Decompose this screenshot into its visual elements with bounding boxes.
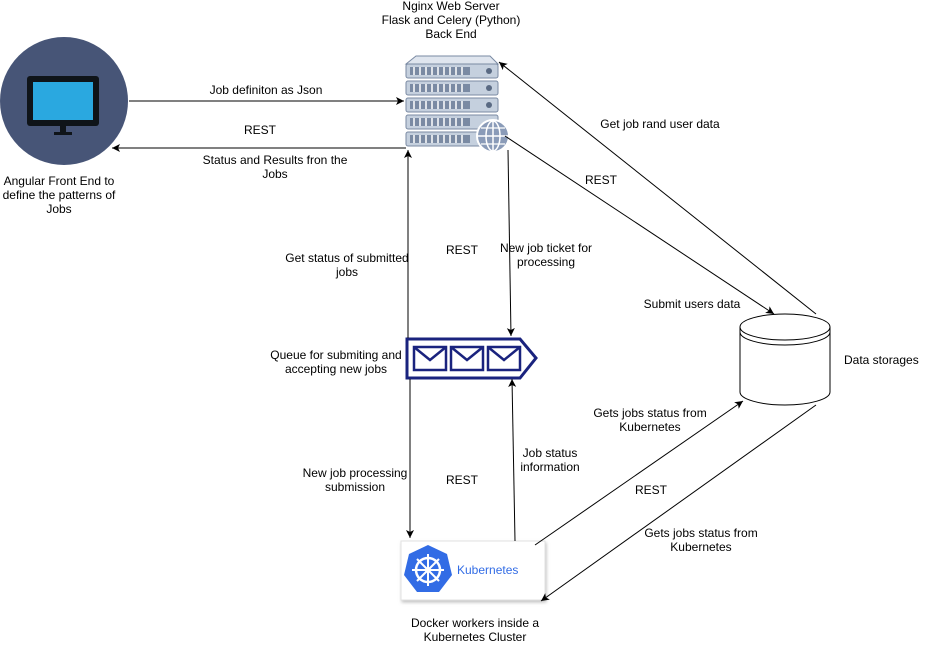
kubernetes-helm-icon xyxy=(404,545,452,592)
monitor-icon[interactable] xyxy=(0,37,128,165)
edge-gets-jobs-status-1 xyxy=(534,400,744,546)
edge-label-rest-queue-k8s: REST xyxy=(445,473,478,487)
edge-label-line: New job processing xyxy=(302,466,408,480)
edge-gets-jobs-status-2 xyxy=(540,404,817,602)
queue-label-line: Queue for submiting and xyxy=(270,348,402,362)
edge-label-line: Get status of submitted xyxy=(285,251,409,265)
edge-label-job-definition: Job definiton as Json xyxy=(209,83,323,97)
frontend-label-line: Jobs xyxy=(46,202,72,216)
edge-label-line: Gets jobs status from xyxy=(593,406,707,420)
frontend-label-line: Angular Front End to xyxy=(3,174,115,188)
server-rack-icon[interactable] xyxy=(404,55,510,153)
database-cylinder-icon[interactable] xyxy=(739,313,831,406)
queue-label-line: accepting new jobs xyxy=(284,362,388,376)
edge-label-new-job-processing: New job processing submission xyxy=(290,466,420,494)
server-label-line: Flask and Celery (Python) xyxy=(381,13,521,27)
edge-label-rest-k8s-storage: REST xyxy=(634,483,667,497)
frontend-label-line: define the patterns of xyxy=(2,188,116,202)
kubernetes-logo-text: Kubernetes xyxy=(457,563,518,577)
edge-label-new-job-ticket: New job ticket for processing xyxy=(486,241,606,269)
queue-label: Queue for submiting and accepting new jo… xyxy=(266,348,406,376)
kubernetes-box[interactable]: Kubernetes xyxy=(400,540,546,601)
edge-label-get-job-user-data: Get job rand user data xyxy=(600,117,720,131)
frontend-label: Angular Front End to define the patterns… xyxy=(0,174,118,216)
server-label-line: Back End xyxy=(425,27,477,41)
storage-label: Data storages xyxy=(844,353,919,367)
edge-label-job-status-info: Job status information xyxy=(510,446,590,474)
edge-label-rest-server-queue: REST xyxy=(445,243,478,257)
kubernetes-label-line: Kubernetes Cluster xyxy=(423,630,527,644)
edge-label-status-results: Status and Results fron the Jobs xyxy=(190,153,360,181)
server-unit xyxy=(405,80,499,96)
edge-label-gets-jobs-status-1: Gets jobs status from Kubernetes xyxy=(585,406,715,434)
edge-label-rest-storage: REST xyxy=(584,173,617,187)
envelope-icon xyxy=(412,345,448,372)
edge-label-line: Kubernetes xyxy=(670,540,732,554)
edge-label-line: Status and Results fron the xyxy=(202,153,348,167)
message-queue-icon[interactable] xyxy=(405,337,538,380)
edge-label-line: jobs xyxy=(335,265,358,279)
edge-label-get-status: Get status of submitted jobs xyxy=(272,251,422,279)
edge-label-line: Jobs xyxy=(262,167,288,181)
edge-submit-users-data xyxy=(504,135,775,315)
edge-label-line: information xyxy=(520,460,580,474)
edges xyxy=(112,61,817,602)
edge-label-submit-users-data: Submit users data xyxy=(643,297,741,311)
server-unit xyxy=(405,131,483,147)
edge-label-line: processing xyxy=(516,255,576,269)
server-label: Nginx Web Server Flask and Celery (Pytho… xyxy=(380,0,522,41)
kubernetes-label-line: Docker workers inside a xyxy=(410,616,540,630)
edge-job-status-info xyxy=(508,378,517,542)
kubernetes-cluster-label: Docker workers inside a Kubernetes Clust… xyxy=(402,616,548,644)
edge-label-gets-jobs-status-2: Gets jobs status from Kubernetes xyxy=(636,526,766,554)
server-label-line: Nginx Web Server xyxy=(402,0,500,13)
edge-label-line: Gets jobs status from xyxy=(644,526,758,540)
edge-label-line: Job status xyxy=(522,446,578,460)
server-unit xyxy=(405,63,499,79)
edge-get-job-user-data xyxy=(498,61,817,315)
edge-label-line: Kubernetes xyxy=(619,420,681,434)
server-unit xyxy=(405,97,499,113)
edge-new-job-ticket xyxy=(506,149,515,337)
envelope-icon xyxy=(449,345,485,372)
envelope-icon xyxy=(486,345,522,372)
edge-label-rest-frontend: REST xyxy=(243,123,276,137)
edge-label-line: submission xyxy=(324,480,386,494)
edge-label-line: New job ticket for xyxy=(499,241,593,255)
globe-icon xyxy=(476,119,510,153)
server-unit xyxy=(405,114,499,130)
